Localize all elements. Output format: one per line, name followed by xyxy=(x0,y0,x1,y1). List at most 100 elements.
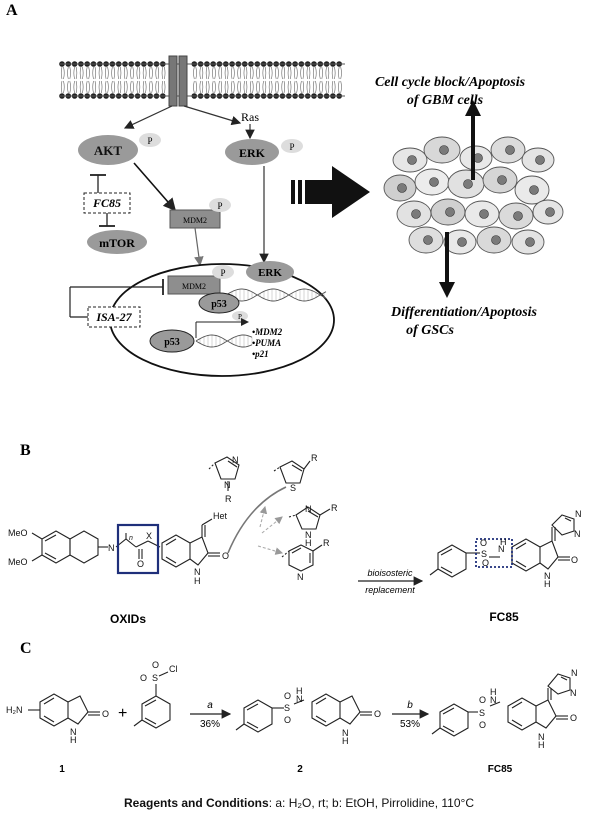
atom-o-oxid: O xyxy=(222,551,229,561)
mtor-label: mTOR xyxy=(99,236,135,250)
atom-o-chain: O xyxy=(137,559,144,569)
outcome-gsc-line2: of GSCs xyxy=(406,323,454,338)
step-b-label: b xyxy=(407,700,413,711)
compound-1-structure xyxy=(28,693,100,727)
arrow-label-line2: replacement xyxy=(365,585,415,595)
outcome-gbm-line1: Cell cycle block/Apoptosis xyxy=(375,75,526,90)
compound-2-structure xyxy=(235,693,372,733)
reagents-conditions-label: Reagents and Conditions xyxy=(124,796,269,810)
ras-label: Ras xyxy=(241,110,259,124)
c-atom-o1-fc: O xyxy=(479,695,486,705)
atom-r-py: R xyxy=(323,538,330,548)
diversification-arc xyxy=(227,486,287,554)
erk-nucleus-label: ERK xyxy=(258,267,282,279)
c-atom-o-1: O xyxy=(102,709,109,719)
oxids-structure xyxy=(31,518,220,568)
atom-n-im2: N xyxy=(224,480,231,490)
mdm2-cytoplasm-label: MDM2 xyxy=(183,216,207,225)
atom-n-py: N xyxy=(297,572,304,582)
atom-nh-im-fc85: N xyxy=(574,529,581,539)
imidazole-nh-icon xyxy=(288,506,331,530)
receptor-icon xyxy=(168,55,188,107)
c-atom-s-fc: S xyxy=(479,708,485,718)
atom-n-fc85: N xyxy=(498,544,505,554)
erk-phospho: P xyxy=(289,142,294,152)
fc85-box xyxy=(83,192,131,214)
imidazole-icon xyxy=(208,456,240,491)
target-mdm2: •MDM2 xyxy=(252,327,283,337)
atom-s-th: S xyxy=(290,483,296,493)
fc85-product-structure xyxy=(431,673,571,737)
atom-h-im3: H xyxy=(305,538,312,548)
c-atom-nh-1: N xyxy=(70,727,77,737)
atom-h-fc85: H xyxy=(500,537,507,547)
compound-fc85-b: FC85 xyxy=(489,610,519,624)
c-atom-o2-2: O xyxy=(284,715,291,725)
cell-membrane xyxy=(59,61,345,99)
yield-b-label: 53% xyxy=(400,719,420,730)
tosyl-chloride-structure xyxy=(133,671,171,729)
pathway-diagram: AKT P Ras ERK P FC85 mTOR MDM2 P MDM2 P … xyxy=(59,55,564,377)
panel-c-synthesis: H₂N N H O S O O Cl S O O N H N H O S O O… xyxy=(6,660,578,775)
atom-o1-fc85: O xyxy=(480,538,487,548)
mdm2-phospho: P xyxy=(217,201,222,211)
atom-n-im1: N xyxy=(232,455,239,465)
target-p21: •p21 xyxy=(252,349,269,359)
erk-nucleus-node xyxy=(246,261,294,283)
panel-label-b: B xyxy=(20,442,31,459)
thiophene-icon xyxy=(273,460,311,484)
mdm2-nucleus-label: MDM2 xyxy=(182,282,206,291)
outcome-gsc-line1: Differentiation/Apoptosis xyxy=(390,305,538,320)
p53-label: p53 xyxy=(211,299,227,310)
gbm-cell-cluster xyxy=(383,136,564,255)
dna-helix-icon xyxy=(225,288,327,302)
atom-het: Het xyxy=(213,511,228,521)
linker-highlight-box xyxy=(116,523,160,575)
p53-phospho: P xyxy=(238,313,242,321)
c-atom-h2-2: H xyxy=(342,736,349,746)
compound-2-label: 2 xyxy=(297,764,303,775)
atom-n-thiq: N xyxy=(108,543,115,553)
fc85-structure xyxy=(429,514,575,578)
panel-b-scheme: MeO MeO N n O X Het O N H N N R R S N R … xyxy=(8,453,582,626)
compound-fc85-label: FC85 xyxy=(488,764,513,775)
c-atom-h2n: H₂N xyxy=(6,705,23,715)
nucleus xyxy=(109,263,335,377)
c-atom-nh-im-fc: N xyxy=(570,688,577,698)
step-a-label: a xyxy=(207,700,213,711)
atom-r-th: R xyxy=(311,453,318,463)
akt-node xyxy=(78,135,138,165)
c-atom-o2-ts: O xyxy=(152,660,159,670)
mtor-node xyxy=(87,230,147,254)
atom-n-im3: N xyxy=(305,504,312,514)
c-atom-o-2: O xyxy=(374,709,381,719)
outcome-gbm-line2: of GBM cells xyxy=(407,93,484,108)
c-atom-cl: Cl xyxy=(169,664,178,674)
c-atom-n-2: N xyxy=(296,694,303,704)
fc85-label: FC85 xyxy=(92,196,121,210)
c-atom-o1-ts: O xyxy=(140,673,147,683)
c-atom-o2-fc: O xyxy=(479,720,486,730)
mdm2-nucleus-phospho: P xyxy=(220,268,225,278)
atom-h2-fc85: H xyxy=(544,579,551,589)
atom-r-im3: R xyxy=(331,503,338,513)
atom-r-im1: R xyxy=(225,494,232,504)
c-atom-h2-fc: H xyxy=(538,740,545,750)
erk-label: ERK xyxy=(239,146,266,160)
c-atom-s-ts: S xyxy=(152,673,158,683)
c-atom-n-im-fc: N xyxy=(571,668,578,678)
yield-a-label: 36% xyxy=(200,719,220,730)
big-arrow-icon xyxy=(291,166,370,218)
reagents-conditions: Reagents and Conditions: a: H₂O, rt; b: … xyxy=(124,796,474,810)
erk-node xyxy=(225,139,279,165)
reagents-conditions-text: : a: H₂O, rt; b: EtOH, Pirrolidine, 110°… xyxy=(268,796,474,810)
p53-node xyxy=(198,292,240,314)
pyridine-icon xyxy=(281,544,323,572)
plus-sign: + xyxy=(118,705,127,722)
c-atom-h-fc: H xyxy=(490,687,497,697)
c-atom-h-2: H xyxy=(296,686,303,696)
panel-label-a: A xyxy=(6,2,18,19)
c-atom-nh-2: N xyxy=(342,728,349,738)
atom-nh-im3: N xyxy=(305,530,312,540)
p53-dna-label: p53 xyxy=(164,337,180,348)
